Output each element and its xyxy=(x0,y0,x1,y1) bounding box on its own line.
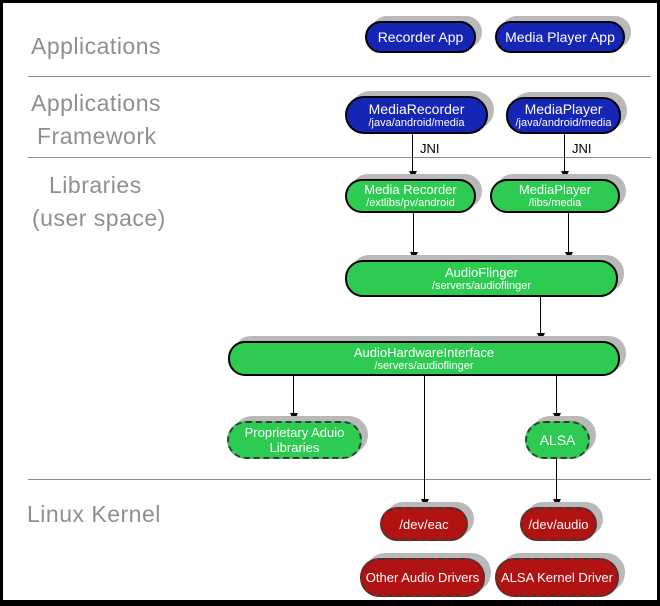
node-mediarecorder-framework-label: MediaRecorder xyxy=(368,100,465,117)
divider-framework-libraries xyxy=(28,157,651,158)
section-label-libraries: Libraries (user space) xyxy=(32,169,166,235)
node-alsa: ALSA xyxy=(525,421,590,459)
node-dev-audio: /dev/audio xyxy=(520,507,597,541)
node-media-player-app: Media Player App xyxy=(495,21,625,53)
node-mediaplayer-framework: MediaPlayer /java/android/media xyxy=(506,97,621,134)
section-label-linux-kernel: Linux Kernel xyxy=(27,501,161,527)
node-dev-eac: /dev/eac xyxy=(380,507,468,541)
node-dev-audio-label: /dev/audio xyxy=(528,516,589,532)
node-recorder-app: Recorder App xyxy=(365,21,476,53)
arrow-ahi-to-proprietary xyxy=(289,376,298,421)
arrowhead-icon xyxy=(408,171,417,179)
section-label-applications: Applications xyxy=(31,33,162,59)
node-recorder-app-label: Recorder App xyxy=(377,29,464,45)
node-media-recorder-lib-path: /extlibs/pv/android xyxy=(366,197,455,209)
node-mediaplayer-framework-path: /java/android/media xyxy=(515,117,612,129)
node-proprietary-audio-libraries-line2: Libraries xyxy=(269,440,320,455)
node-media-recorder-lib: Media Recorder /extlibs/pv/android xyxy=(345,179,476,213)
section-label-framework: Applications Framework xyxy=(31,87,161,153)
edge-label-jni-right: JNI xyxy=(572,141,592,156)
arrowhead-icon xyxy=(420,499,429,507)
section-label-libraries-line2: (user space) xyxy=(32,205,166,231)
arrow-ahi-to-alsa xyxy=(552,376,561,421)
arrow-mediarecorder-to-audioflinger xyxy=(409,213,418,260)
section-label-framework-line2: Framework xyxy=(37,123,157,149)
node-audiohardwareinterface-label: AudioHardwareInterface xyxy=(353,344,495,360)
node-mediaplayer-lib-path: /libs/media xyxy=(528,197,582,209)
node-mediaplayer-lib-label: MediaPlayer xyxy=(518,182,592,197)
edge-label-jni-left: JNI xyxy=(420,141,440,156)
arrow-ahi-to-dev-eac xyxy=(420,376,429,507)
arrow-jni-right xyxy=(560,134,569,179)
arrowhead-icon xyxy=(552,413,561,421)
divider-applications-framework xyxy=(28,76,651,77)
node-audioflinger-label: AudioFlinger xyxy=(445,264,518,280)
node-mediaplayer-framework-label: MediaPlayer xyxy=(524,101,603,117)
node-dev-eac-label: /dev/eac xyxy=(399,516,449,532)
node-alsa-kernel-driver: ALSA Kernel Driver xyxy=(495,558,619,597)
node-media-recorder-lib-label: Media Recorder xyxy=(364,182,457,197)
node-mediarecorder-framework: MediaRecorder /java/android/media xyxy=(345,96,488,134)
node-audioflinger: AudioFlinger /servers/audioflinger xyxy=(345,260,618,297)
node-other-audio-drivers: Other Audio Drivers xyxy=(360,558,485,597)
node-audiohardwareinterface: AudioHardwareInterface /servers/audiofli… xyxy=(228,341,620,376)
node-mediaplayer-lib: MediaPlayer /libs/media xyxy=(490,179,620,213)
arrowhead-icon xyxy=(289,413,298,421)
section-label-libraries-line1: Libraries xyxy=(49,172,142,198)
arrowhead-icon xyxy=(560,171,569,179)
arrowhead-icon xyxy=(409,252,418,260)
node-media-player-app-label: Media Player App xyxy=(505,29,615,45)
node-alsa-label: ALSA xyxy=(539,432,576,448)
node-proprietary-audio-libraries-line1: Proprietary Aduio xyxy=(244,425,345,440)
arrow-audioflinger-to-ahi xyxy=(536,297,545,341)
node-alsa-kernel-driver-label: ALSA Kernel Driver xyxy=(501,570,613,585)
node-mediarecorder-framework-path: /java/android/media xyxy=(368,116,465,129)
divider-libraries-kernel xyxy=(28,479,651,480)
arrow-alsa-to-dev-audio xyxy=(552,459,561,507)
section-label-framework-line1: Applications xyxy=(31,90,162,116)
arrowhead-icon xyxy=(552,499,561,507)
arrowhead-icon xyxy=(536,333,545,341)
node-other-audio-drivers-label: Other Audio Drivers xyxy=(365,570,480,585)
node-audioflinger-path: /servers/audioflinger xyxy=(431,279,532,292)
node-proprietary-audio-libraries: Proprietary Aduio Libraries xyxy=(227,421,362,459)
arrowhead-icon xyxy=(564,252,573,260)
arrow-jni-left xyxy=(408,134,417,179)
node-audiohardwareinterface-path: /servers/audioflinger xyxy=(374,359,474,372)
arrow-mediaplayer-to-audioflinger xyxy=(564,213,573,260)
